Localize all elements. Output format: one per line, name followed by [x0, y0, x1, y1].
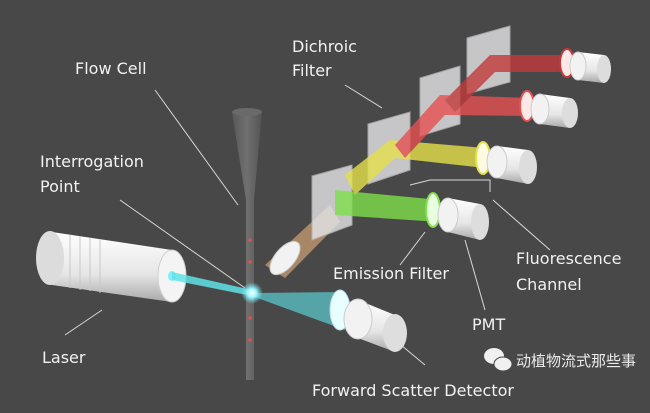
leader-lines — [64, 84, 551, 366]
watermark: 动植物流式那些事 — [484, 348, 636, 372]
label-flow-cell: Flow Cell — [75, 59, 147, 78]
pmt-dark-red — [559, 48, 611, 83]
forward-scatter-detector — [329, 289, 407, 352]
interrogation-point — [241, 282, 263, 304]
label-forward-scatter: Forward Scatter Detector — [312, 381, 514, 400]
fluorescence-beams — [335, 55, 570, 222]
forward-scatter-beam — [252, 292, 345, 330]
pmt-green — [425, 192, 489, 240]
laser-beam — [172, 272, 252, 296]
pmt-red — [519, 90, 578, 128]
pmt-yellow — [475, 141, 537, 184]
label-interrogation-1: Interrogation — [40, 152, 144, 171]
label-fluorescence-1: Fluorescence — [516, 249, 621, 268]
label-dichroic-2: Filter — [292, 61, 332, 80]
label-interrogation-2: Point — [40, 177, 80, 196]
wechat-icon — [484, 348, 513, 372]
label-fluorescence-2: Channel — [516, 275, 582, 294]
watermark-text: 动植物流式那些事 — [516, 352, 636, 370]
label-laser: Laser — [42, 348, 86, 367]
label-emission-filter: Emission Filter — [333, 264, 449, 283]
label-dichroic-1: Dichroic — [292, 37, 357, 56]
pmt-detectors — [425, 48, 611, 240]
flow-cell — [232, 108, 262, 380]
label-pmt: PMT — [472, 315, 505, 334]
collection-lens — [269, 240, 301, 276]
laser — [36, 231, 187, 303]
